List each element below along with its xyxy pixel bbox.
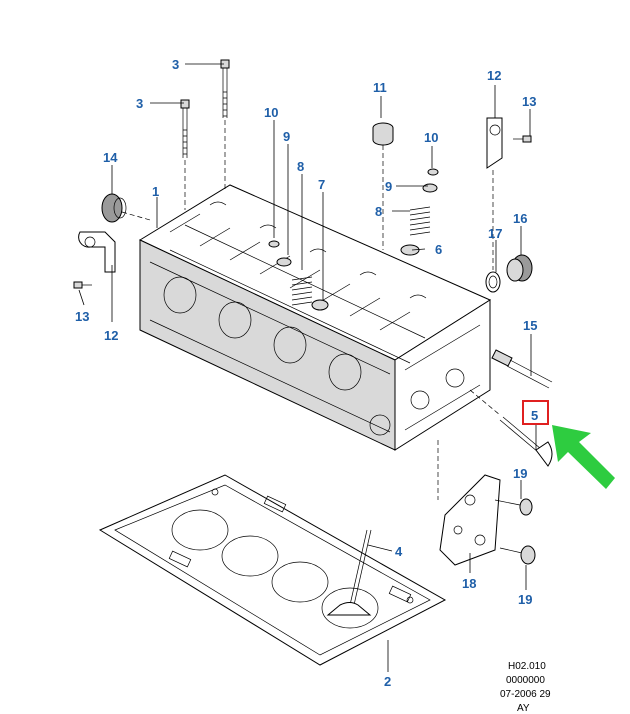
callout-16: 16 (513, 211, 527, 226)
cylinder-head (138, 184, 492, 451)
head-bolt-rear (220, 59, 230, 118)
stud-15 (491, 349, 553, 389)
plug-16 (506, 254, 533, 282)
pointer-arrow (552, 425, 615, 489)
callout-19-lower: 19 (518, 592, 532, 607)
mount-bracket-18 (439, 474, 501, 566)
valve-spring-right (400, 168, 439, 256)
leader-lines (78, 63, 537, 672)
callout-5: 5 (531, 408, 538, 423)
bolt-19-upper (494, 498, 533, 516)
callout-12-left: 12 (104, 328, 118, 343)
callout-19-upper: 19 (513, 466, 527, 481)
bolt-19-lower (499, 545, 536, 565)
callout-7: 7 (318, 177, 325, 192)
valve-spring-left (268, 240, 329, 311)
callout-14: 14 (103, 150, 118, 165)
callout-18: 18 (462, 576, 476, 591)
callout-13-left: 13 (75, 309, 89, 324)
callout-8-left: 8 (297, 159, 304, 174)
tappet (372, 122, 394, 146)
callout-8-right: 8 (375, 204, 382, 219)
callout-15: 15 (523, 318, 537, 333)
reference-date: 07-2006 29 (500, 689, 551, 700)
callout-6: 6 (435, 242, 442, 257)
valve-intake (326, 529, 372, 616)
reference-suffix: AY (517, 703, 530, 714)
callout-17: 17 (488, 226, 502, 241)
sealing-plug-14 (101, 193, 127, 223)
callout-12-right: 12 (487, 68, 501, 83)
callout-11: 11 (373, 80, 387, 95)
small-bolt-13-right (513, 135, 532, 143)
head-bolt-front (180, 99, 190, 158)
callout-4: 4 (395, 544, 403, 559)
callout-1: 1 (152, 184, 159, 199)
callout-3-upper: 3 (172, 57, 179, 72)
callout-9-right: 9 (385, 179, 392, 194)
small-bolt-13-left (73, 281, 92, 289)
reference-number: 0000000 (506, 675, 545, 686)
callout-3-lower: 3 (136, 96, 143, 111)
callout-numbers: 1 2 3 3 4 5 6 7 8 8 9 9 10 10 11 12 12 1… (75, 57, 538, 689)
reference-code: H02.010 (508, 661, 546, 672)
callout-10-left: 10 (264, 105, 278, 120)
callout-2: 2 (384, 674, 391, 689)
seal-ring-17 (485, 271, 501, 293)
callout-10-right: 10 (424, 130, 438, 145)
highlight-box (522, 400, 549, 425)
reference-block: H02.010 0000000 07-2006 29 AY (500, 661, 551, 714)
bracket-left (78, 231, 116, 273)
valve-exhaust (499, 416, 553, 467)
alignment-lines (121, 120, 501, 500)
callout-13-right: 13 (522, 94, 536, 109)
head-gasket (98, 474, 447, 666)
callout-9-left: 9 (283, 129, 290, 144)
bracket-right (486, 117, 503, 169)
